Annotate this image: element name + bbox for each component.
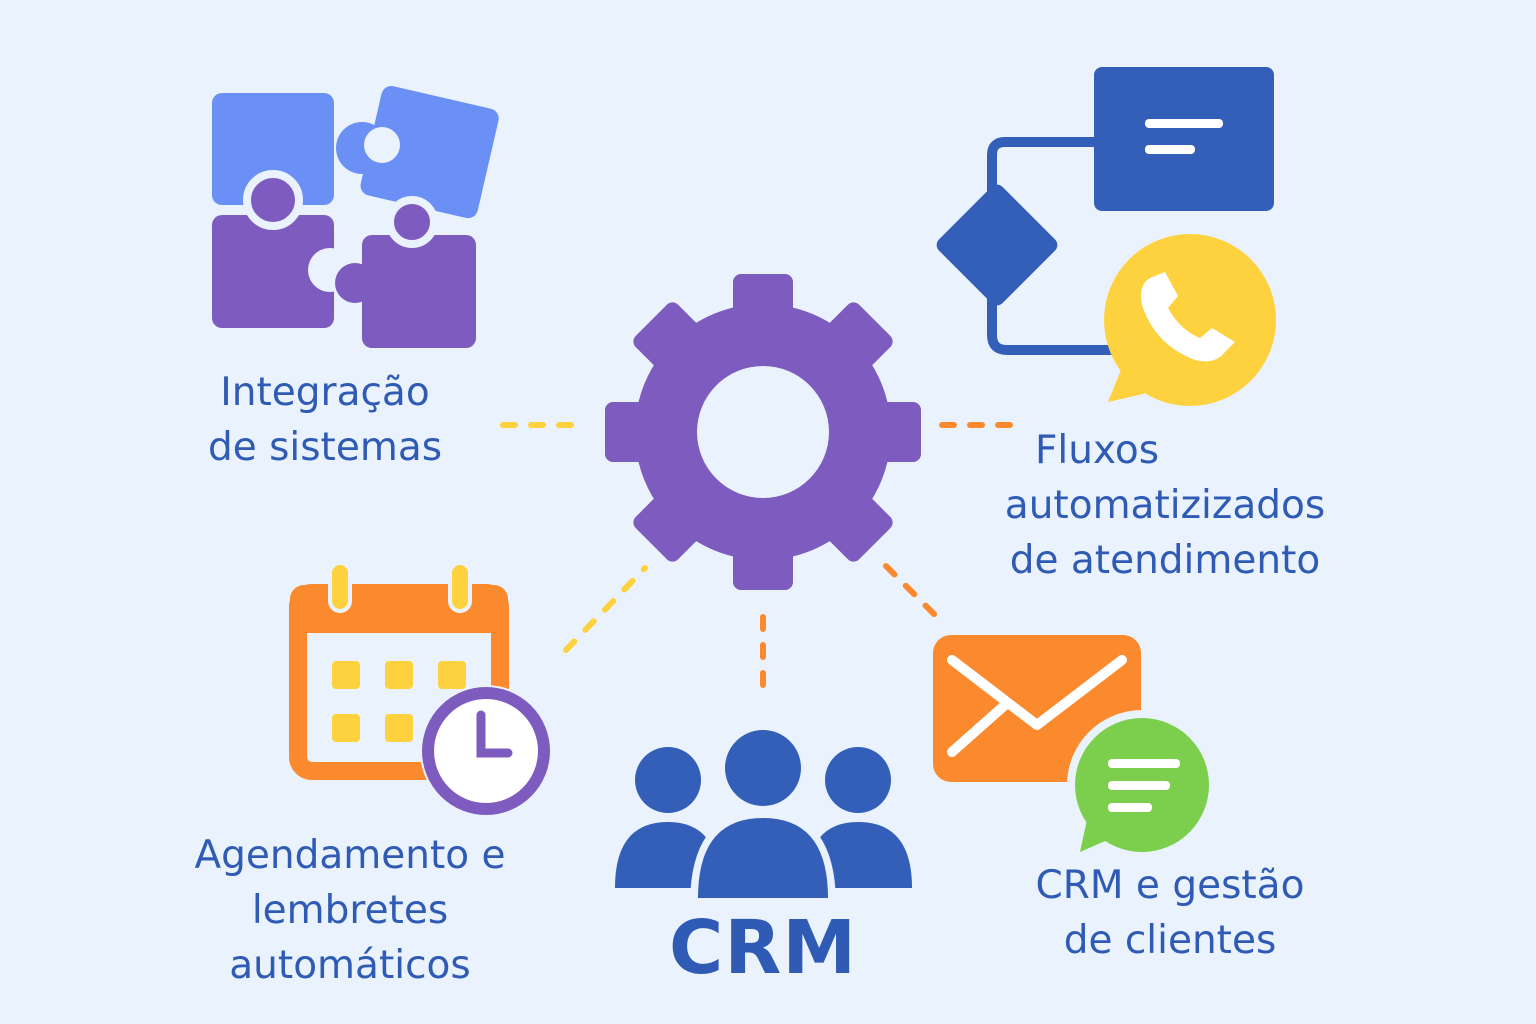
label-integration: Integração de sistemas bbox=[180, 365, 470, 475]
label-line: de sistemas bbox=[207, 425, 443, 470]
people-icon bbox=[615, 724, 912, 905]
puzzle-icon bbox=[212, 86, 499, 348]
label-scheduling: Agendamento e lembretes automáticos bbox=[160, 828, 540, 993]
label-line: Integração bbox=[220, 370, 430, 415]
label-line: automáticos bbox=[229, 943, 471, 988]
label-line: de clientes bbox=[1063, 918, 1277, 963]
label-line: de atendimento bbox=[1009, 538, 1321, 583]
envelope-chat-icon bbox=[933, 635, 1217, 860]
label-line: Agendamento e bbox=[194, 833, 506, 878]
gear-icon bbox=[605, 274, 921, 590]
flowchart-whatsapp-icon bbox=[936, 67, 1276, 406]
label-line: CRM e gestão bbox=[1035, 863, 1305, 908]
label-crm-clients: CRM e gestão de clientes bbox=[1010, 858, 1330, 968]
center-label-crm: CRM bbox=[669, 905, 857, 991]
label-line: Fluxos bbox=[1035, 428, 1160, 473]
label-line: lembretes bbox=[251, 888, 449, 933]
connector-scheduling bbox=[563, 565, 648, 653]
connector-crm-clients bbox=[883, 563, 945, 625]
calendar-clock-icon bbox=[289, 561, 552, 817]
label-flows: Fluxos automatizizados de atendimento bbox=[975, 423, 1355, 588]
label-line: automatizizados bbox=[1004, 483, 1326, 528]
